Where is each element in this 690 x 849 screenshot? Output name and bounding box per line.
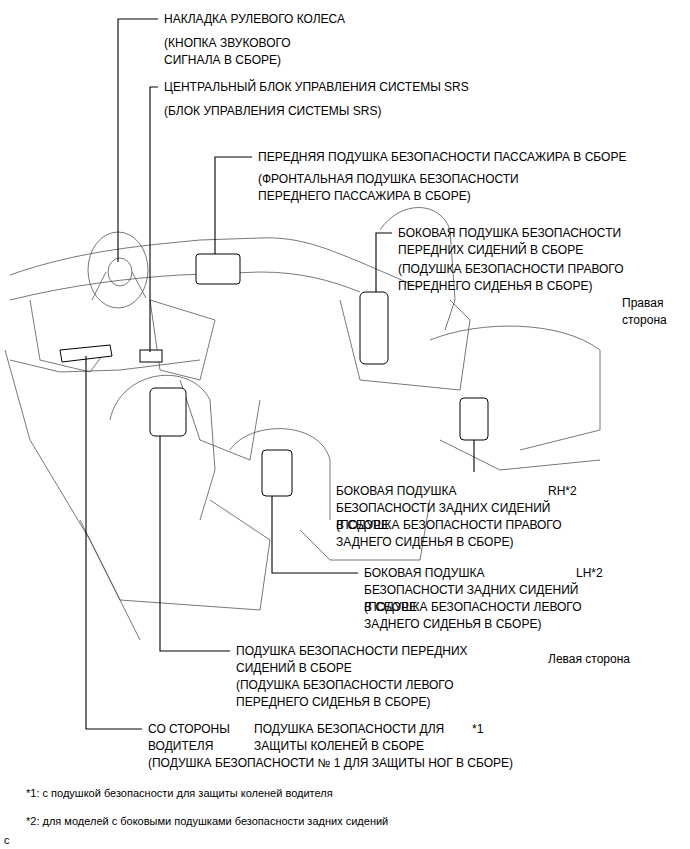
leader-line [86,356,142,729]
leader-line [215,157,252,254]
srs-ecu [140,350,162,362]
front-right-side-airbag [360,292,388,364]
part-name: НАКЛАДКА РУЛЕВОГО КОЛЕСА [164,11,345,28]
leader-line [473,440,474,472]
part-name-alt: (КНОПКА ЗВУКОВОГО СИГНАЛА В СБОРЕ) [164,35,339,69]
leader-line [376,233,392,292]
part-name-alt: (ПОДУШКА БЕЗОПАСНОСТИ ПРАВОГО ПЕРЕДНЕГО … [398,261,648,295]
part-name-alt: (ПОДУШКА БЕЗОПАСНОСТИ ЛЕВОГО ПЕРЕДНЕГО С… [236,677,486,711]
variant-mark: RH*2 [548,483,577,500]
part-name-alt: (ФРОНТАЛЬНАЯ ПОДУШКА БЕЗОПАСНОСТИ ПЕРЕДН… [258,171,558,205]
rear-right-side-airbag [460,398,488,440]
part-name-alt: (БЛОК УПРАВЛЕНИЯ СИСТЕМЫ SRS) [164,103,381,120]
leader-line [150,87,158,352]
part-name: ПЕРЕДНЯЯ ПОДУШКА БЕЗОПАСНОСТИ ПАССАЖИРА … [258,149,626,166]
figure-code: c [4,832,10,849]
part-location: СО СТОРОНЫ ВОДИТЕЛЯ [148,721,248,755]
footnote: *1: с подушкой безопасности для защиты к… [26,785,333,802]
part-name: БОКОВАЯ ПОДУШКА БЕЗОПАСНОСТИ ПЕРЕДНИХ СИ… [398,225,648,259]
footnote: *2: для моделей с боковыми подушками без… [26,813,388,830]
part-name-alt: (ПОДУШКА БЕЗОПАСНОСТИ № 1 ДЛЯ ЗАЩИТЫ НОГ… [148,755,513,772]
part-name-alt: (ПОДУШКА БЕЗОПАСНОСТИ ПРАВОГО ЗАДНЕГО СИ… [336,517,586,551]
part-name: ЦЕНТРАЛЬНЫЙ БЛОК УПРАВЛЕНИЯ СИСТЕМЫ SRS [164,79,469,96]
leader-line [118,19,158,262]
rear-left-side-airbag [262,450,292,496]
variant-mark: LH*2 [576,565,603,582]
side-label: Правая сторона [622,295,684,329]
passenger-airbag [196,254,240,284]
part-name: ПОДУШКА БЕЗОПАСНОСТИ ДЛЯ ЗАЩИТЫ КОЛЕНЕЙ … [254,721,459,755]
leader-line [160,436,230,651]
side-label: Левая сторона [548,651,630,668]
front-left-side-airbag [150,388,186,436]
part-name: ПОДУШКА БЕЗОПАСНОСТИ ПЕРЕДНИХ СИДЕНИЙ В … [236,643,496,677]
part-name-alt: (ПОДУШКА БЕЗОПАСНОСТИ ЛЕВОГО ЗАДНЕГО СИД… [364,599,614,633]
footnote-mark: *1 [472,721,483,738]
